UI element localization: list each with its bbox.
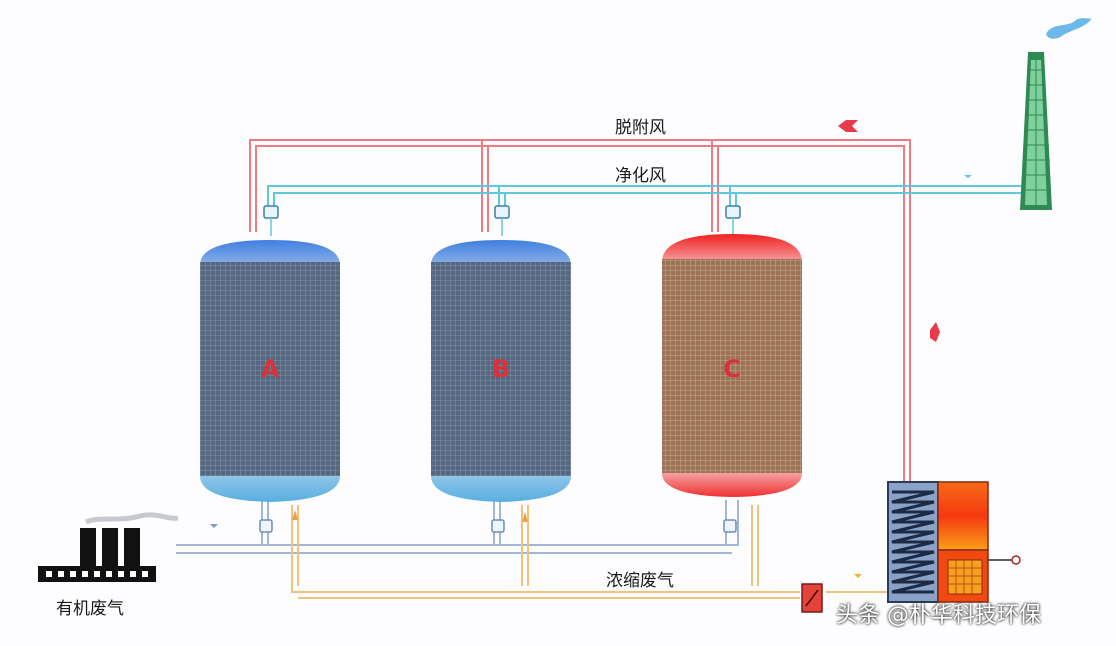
concentrated-exhaust-label: 浓缩废气 (606, 571, 674, 591)
return-flow-arrow (930, 322, 940, 342)
tank-a (200, 240, 340, 502)
concentrated-exhaust-pipe (291, 505, 890, 599)
watermark-name: 朴华科技环保 (909, 603, 1042, 628)
desorption-air-label: 脱附风 (615, 118, 666, 138)
chimney (1020, 52, 1052, 210)
tank-c (662, 234, 802, 497)
tank-a-label: A (261, 355, 280, 383)
fan-box-mark (805, 589, 819, 607)
catalytic-combustion-unit (887, 481, 1021, 603)
organic-exhaust-label: 有机废气 (56, 599, 124, 619)
desorption-flow-arrow (838, 120, 858, 132)
purified-air-label: 净化风 (615, 166, 666, 186)
factory-icon (38, 512, 179, 582)
exhaust-flow-arrow (200, 524, 218, 528)
desorption-air-pipe (249, 139, 911, 485)
top-valves (263, 205, 741, 236)
flow-arrows (200, 120, 972, 578)
concentrated-flow-arrow-1 (292, 510, 298, 520)
concentrated-flow-arrow-3 (844, 574, 862, 578)
tank-c-label: C (723, 355, 741, 383)
concentrated-flow-arrow-2 (522, 512, 528, 522)
tank-b-label: B (492, 355, 510, 383)
watermark: 头条 @朴华科技环保 (836, 597, 1041, 629)
bottom-valves (259, 519, 737, 533)
purified-flow-arrow (948, 175, 972, 178)
chimney-smoke (1046, 18, 1092, 39)
tank-b (431, 240, 571, 502)
watermark-prefix: 头条 @ (836, 603, 909, 628)
